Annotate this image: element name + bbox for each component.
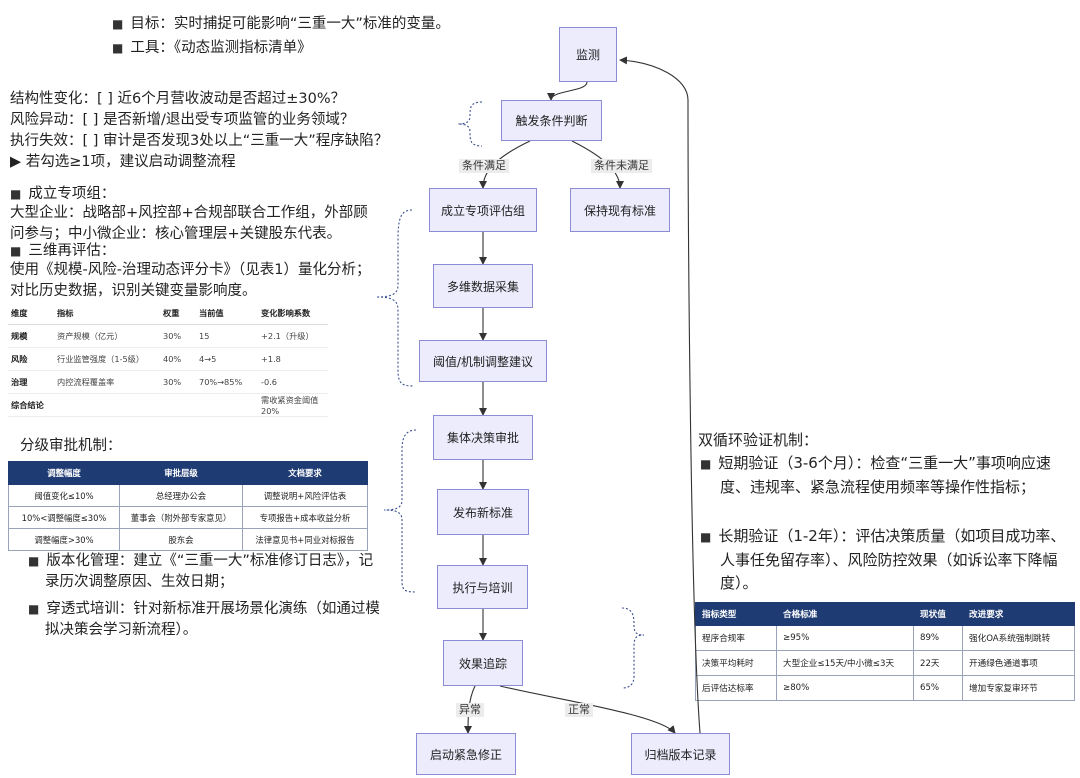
- table-cell: 增加专家复审环节: [962, 675, 1075, 701]
- edge-track-archive: [499, 685, 676, 734]
- metrics-table: 指标类型 合格标准 现状值 改进要求 程序合规率 ≥95% 89% 强化OA系统…: [695, 602, 1075, 701]
- node-collect-data[interactable]: 多维数据采集: [433, 264, 533, 308]
- brace-verification: [621, 607, 645, 689]
- table-row: 程序合规率 ≥95% 89% 强化OA系统强制跳转: [695, 625, 1075, 651]
- table-cell: 40%: [160, 347, 196, 371]
- table-cell: 70%→85%: [196, 370, 258, 394]
- checklist-execution: 执行失效：[ ] 审计是否发现3处以上“三重一大”程序缺陷？: [10, 133, 389, 149]
- checklist-structural: 结构性变化：[ ] 近6个月营收波动是否超过±30%？: [10, 91, 346, 107]
- brace-approval: [383, 429, 417, 593]
- metrics-col-header: 合格标准: [776, 602, 914, 626]
- table-cell: -0.6: [258, 370, 328, 394]
- metrics-col-header: 改进要求: [962, 602, 1075, 626]
- table-cell: 风险: [8, 347, 54, 371]
- goal-note: 目标：实时捕捉可能影响“三重一大”标准的变量。: [112, 14, 450, 35]
- table-row: 风险 行业监管强度（1-5级） 40% 4→5 +1.8: [8, 347, 328, 371]
- node-trigger[interactable]: 触发条件判断: [501, 100, 602, 141]
- approval-title: 分级审批机制：: [20, 438, 122, 454]
- node-form-team[interactable]: 成立专项评估组: [429, 188, 537, 232]
- score-summary-value: 需收紧资金阈值20%: [258, 393, 328, 417]
- table-row: 调整幅度>30% 股东会 法律意见书+同业对标报告: [8, 528, 368, 551]
- node-adjust-suggestion[interactable]: 阈值/机制调整建议: [419, 340, 547, 382]
- approval-col-header: 审批层级: [119, 461, 243, 485]
- table-cell: +1.8: [258, 347, 328, 371]
- node-keep-standard[interactable]: 保持现有标准: [570, 188, 670, 232]
- table-cell: ≥95%: [776, 625, 914, 651]
- score-summary-label: 综合结论: [8, 393, 160, 417]
- long-term-item: 长期验证（1-2年）：评估决策质量（如项目成功率、人事任免留存率）、风险防控效果…: [700, 525, 1078, 595]
- table-cell: 法律意见书+同业对标报告: [242, 528, 368, 551]
- table-cell: 资产规模（亿元）: [54, 324, 160, 348]
- reassess-heading: 三维再评估：: [10, 241, 115, 262]
- team-heading: 成立专项组：: [10, 184, 115, 205]
- score-col-header: 指标: [54, 302, 160, 325]
- score-col-header: 当前值: [196, 302, 258, 325]
- table-row: 决策平均耗时 大型企业≤15天/中小微≤3天 22天 开通绿色通道事项: [695, 650, 1075, 676]
- score-table: 维度 指标 权重 当前值 变化影响系数 规模 资产规模（亿元） 30% 15 +…: [8, 302, 328, 417]
- node-effect-tracking[interactable]: 效果追踪: [443, 640, 523, 686]
- brace-assessment: [375, 209, 415, 387]
- table-cell: 15: [196, 324, 258, 348]
- approval-table: 调整幅度 审批层级 文档要求 阈值变化≤10% 总经理办公会 调整说明+风险评估…: [8, 461, 368, 551]
- table-cell: 4→5: [196, 347, 258, 371]
- edge-label-normal: 正常: [565, 703, 593, 717]
- dual-loop-title: 双循环验证机制：: [698, 431, 819, 449]
- edge-monitor-trigger: [547, 81, 588, 101]
- table-row: 后评估达标率 ≥80% 65% 增加专家复审环节: [695, 675, 1075, 701]
- brace-checklist: [457, 101, 483, 147]
- edge-archive-monitor: [619, 56, 701, 734]
- table-row: 综合结论 需收紧资金阈值20%: [8, 393, 328, 417]
- node-monitor[interactable]: 监测: [559, 27, 617, 82]
- table-row: 10%<调整幅度≤30% 董事会（附外部专家意见） 专项报告+成本收益分析: [8, 506, 368, 529]
- table-cell: [160, 393, 258, 417]
- node-archive-version[interactable]: 归档版本记录: [631, 733, 730, 775]
- edge-label-met: 条件满足: [459, 159, 509, 173]
- table-cell: 治理: [8, 370, 54, 394]
- node-collective-decision[interactable]: 集体决策审批: [433, 415, 533, 460]
- score-col-header: 权重: [160, 302, 196, 325]
- metrics-col-header: 现状值: [913, 602, 963, 626]
- reassess-body: 使用《规模-风险-治理动态评分卡》（见表1）量化分析；对比历史数据，识别关键变量…: [10, 262, 371, 299]
- table-cell: 30%: [160, 324, 196, 348]
- checklist-hint: ▶ 若勾选≥1项，建议启动调整流程: [10, 154, 236, 170]
- edge-label-abnormal: 异常: [456, 703, 484, 717]
- table-row: 治理 内控流程覆盖率 30% 70%→85% -0.6: [8, 370, 328, 394]
- short-term-item: 短期验证（3-6个月）：检查“三重一大”事项响应速度、违规率、紧急流程使用频率等…: [700, 452, 1078, 499]
- edge-label-unmet: 条件未满足: [591, 159, 652, 173]
- checklist-risk: 风险异动：[ ] 是否新增/退出受专项监管的业务领域？: [10, 112, 355, 128]
- table-cell: +2.1（升级）: [258, 324, 328, 348]
- table-cell: 规模: [8, 324, 54, 348]
- approval-col-header: 调整幅度: [8, 461, 120, 485]
- versioning-item: 版本化管理：建立《“三重一大”标准修订日志》，记录历次调整原因、生效日期；: [28, 551, 385, 593]
- score-col-header: 变化影响系数: [258, 302, 328, 325]
- node-publish-standard[interactable]: 发布新标准: [437, 489, 529, 535]
- node-execute-training[interactable]: 执行与培训: [437, 565, 528, 609]
- tool-note: 工具：《动态监测指标清单》: [112, 38, 311, 59]
- table-cell: 内控流程覆盖率: [54, 370, 160, 394]
- table-cell: 65%: [913, 675, 963, 701]
- table-cell: 行业监管强度（1-5级）: [54, 347, 160, 371]
- table-row: 规模 资产规模（亿元） 30% 15 +2.1（升级）: [8, 324, 328, 348]
- metrics-col-header: 指标类型: [695, 602, 777, 626]
- table-cell: ≥80%: [776, 675, 914, 701]
- team-body: 大型企业：战略部+风控部+合规部联合工作组，外部顾问参与；中小微企业：核心管理层…: [10, 205, 368, 242]
- node-emergency-fix[interactable]: 启动紧急修正: [416, 733, 516, 775]
- table-cell: 30%: [160, 370, 196, 394]
- score-col-header: 维度: [8, 302, 54, 325]
- training-item: 穿透式培训：针对新标准开展场景化演练（如通过模拟决策会学习新流程）。: [28, 599, 385, 641]
